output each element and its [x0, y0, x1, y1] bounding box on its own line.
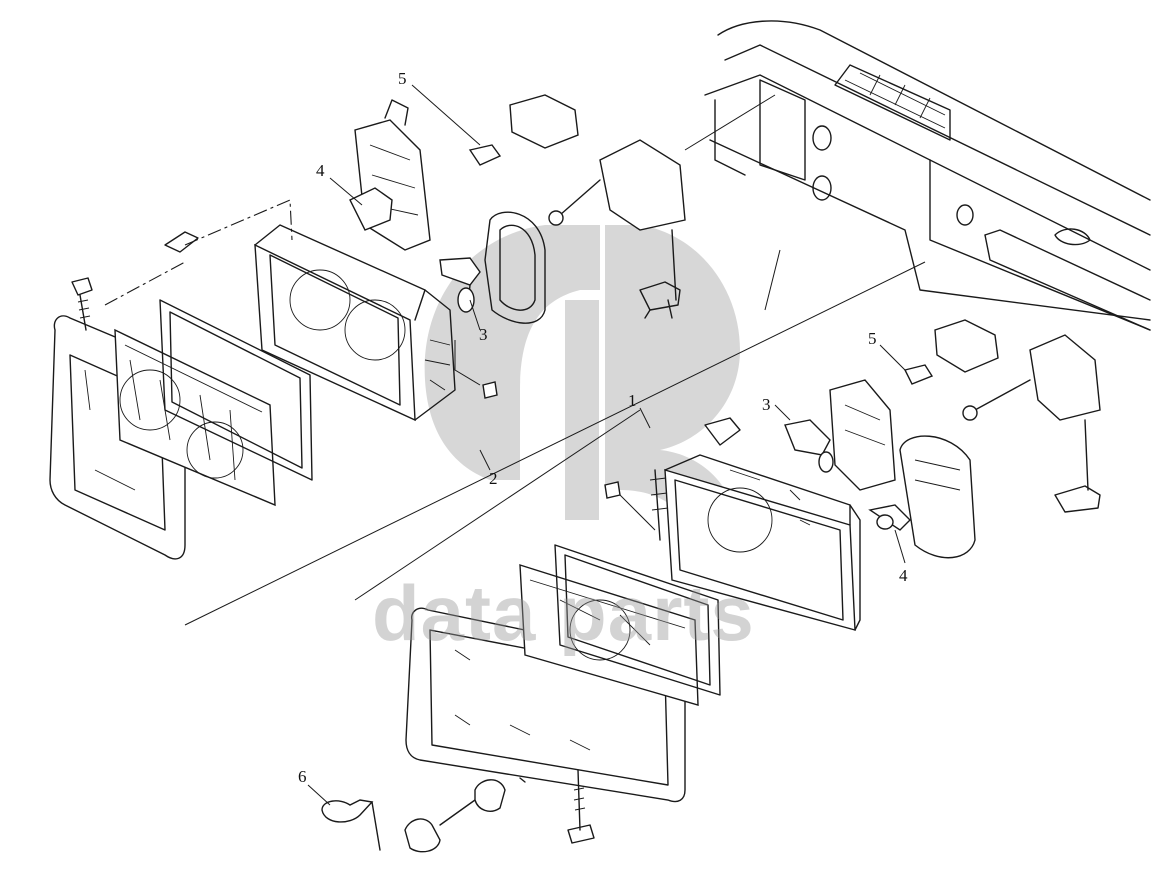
- watermark-text: data parts: [372, 569, 755, 657]
- right-headlamp-assembly: [321, 319, 1101, 853]
- left-headlamp-assembly: [49, 94, 686, 560]
- callout-1: 1: [628, 391, 637, 410]
- callout-leaders: [307, 84, 906, 806]
- callout-5-upper: 5: [398, 69, 407, 88]
- callout-4-lower: 4: [899, 566, 908, 585]
- callout-6: 6: [298, 767, 307, 786]
- callout-3-upper: 3: [479, 325, 488, 344]
- callout-2: 2: [489, 469, 498, 488]
- callout-3-lower: 3: [762, 395, 771, 414]
- callout-5-lower: 5: [868, 329, 877, 348]
- callout-4-upper: 4: [316, 161, 325, 180]
- vehicle-front-frame: [184, 20, 1151, 626]
